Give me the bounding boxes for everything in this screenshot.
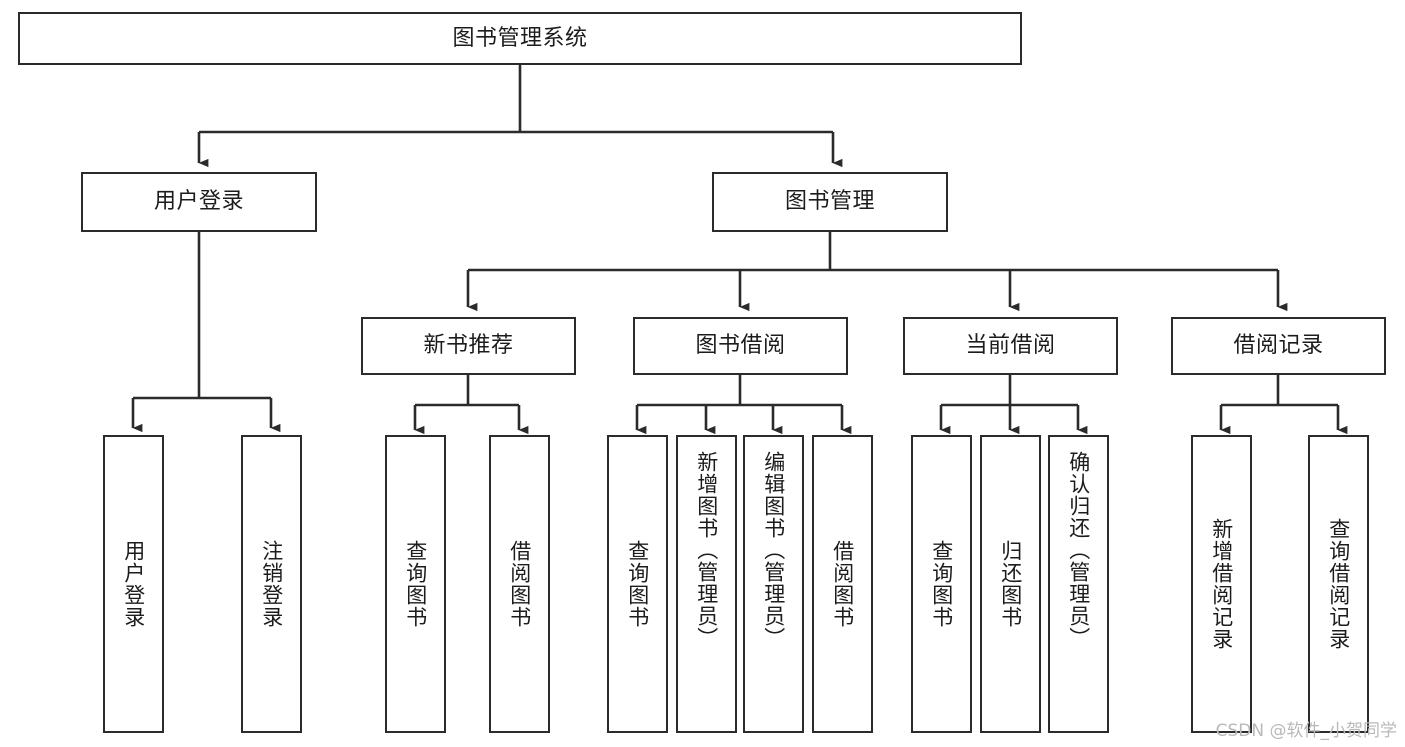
leaf-user-login-label: 用户登录 <box>121 540 146 628</box>
node-user-login-label: 用户登录 <box>153 189 244 215</box>
leaf-add-book-label: 新增图书（管理员） <box>694 451 719 649</box>
leaf-query-book-borrow-label: 查询图书 <box>625 540 650 628</box>
node-root[interactable]: 图书管理系统 <box>18 12 1022 65</box>
leaf-query-book-current[interactable]: 查询图书 <box>911 435 972 733</box>
node-book-borrow-label: 图书借阅 <box>695 333 786 359</box>
node-book-management[interactable]: 图书管理 <box>712 172 948 232</box>
leaf-user-login[interactable]: 用户登录 <box>103 435 164 733</box>
leaf-edit-book-label: 编辑图书（管理员） <box>761 451 786 649</box>
node-new-book-recommend[interactable]: 新书推荐 <box>361 317 576 375</box>
node-root-label: 图书管理系统 <box>452 25 588 51</box>
node-borrow-record-label: 借阅记录 <box>1233 333 1324 359</box>
leaf-user-logout[interactable]: 注销登录 <box>241 435 302 733</box>
leaf-query-book-current-label: 查询图书 <box>929 540 954 628</box>
leaf-edit-book[interactable]: 编辑图书（管理员） <box>743 435 804 733</box>
leaf-return-book[interactable]: 归还图书 <box>980 435 1041 733</box>
node-user-login[interactable]: 用户登录 <box>81 172 317 232</box>
node-current-borrow[interactable]: 当前借阅 <box>903 317 1118 375</box>
leaf-query-record[interactable]: 查询借阅记录 <box>1308 435 1369 733</box>
leaf-return-book-label: 归还图书 <box>998 540 1023 628</box>
leaf-query-book-rec-label: 查询图书 <box>403 540 428 628</box>
leaf-user-logout-label: 注销登录 <box>259 540 284 628</box>
node-new-book-recommend-label: 新书推荐 <box>423 333 514 359</box>
leaf-confirm-return[interactable]: 确认归还（管理员） <box>1048 435 1109 733</box>
leaf-borrow-book[interactable]: 借阅图书 <box>812 435 873 733</box>
leaf-confirm-return-label: 确认归还（管理员） <box>1066 451 1091 649</box>
node-book-management-label: 图书管理 <box>784 189 875 215</box>
leaf-query-book-rec[interactable]: 查询图书 <box>385 435 446 733</box>
leaf-add-book[interactable]: 新增图书（管理员） <box>676 435 737 733</box>
node-current-borrow-label: 当前借阅 <box>965 333 1056 359</box>
leaf-borrow-book-rec[interactable]: 借阅图书 <box>489 435 550 733</box>
node-book-borrow[interactable]: 图书借阅 <box>633 317 848 375</box>
node-borrow-record[interactable]: 借阅记录 <box>1171 317 1386 375</box>
leaf-borrow-book-label: 借阅图书 <box>830 540 855 628</box>
leaf-query-book-borrow[interactable]: 查询图书 <box>607 435 668 733</box>
leaf-borrow-book-rec-label: 借阅图书 <box>507 540 532 628</box>
leaf-add-record[interactable]: 新增借阅记录 <box>1191 435 1252 733</box>
leaf-add-record-label: 新增借阅记录 <box>1209 518 1234 650</box>
leaf-query-record-label: 查询借阅记录 <box>1326 518 1351 650</box>
